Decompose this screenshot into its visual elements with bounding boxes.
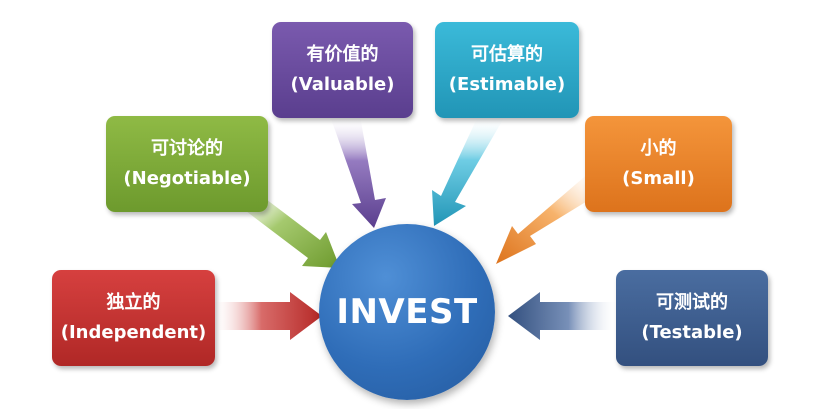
arrow-valuable bbox=[330, 116, 386, 228]
center-label: INVEST bbox=[336, 292, 478, 332]
small-en-label: (Small) bbox=[622, 168, 695, 189]
testable-en-label: (Testable) bbox=[641, 322, 743, 343]
small-zh-label: 小的 bbox=[640, 138, 677, 159]
box-small: 小的 (Small) bbox=[585, 116, 732, 212]
center-circle: INVEST bbox=[319, 224, 495, 400]
estimable-zh-label: 可估算的 bbox=[471, 44, 543, 65]
arrow-independent bbox=[212, 292, 322, 340]
valuable-zh-label: 有价值的 bbox=[306, 44, 379, 65]
arrow-small bbox=[496, 172, 602, 264]
arrow-testable bbox=[508, 292, 618, 340]
valuable-en-label: (Valuable) bbox=[290, 74, 395, 95]
negotiable-zh-label: 可讨论的 bbox=[151, 138, 223, 159]
box-negotiable: 可讨论的 (Negotiable) bbox=[106, 116, 268, 212]
independent-en-label: (Independent) bbox=[60, 322, 207, 343]
box-testable: 可测试的 (Testable) bbox=[616, 270, 768, 366]
box-estimable: 可估算的 (Estimable) bbox=[435, 22, 579, 118]
arrow-estimable bbox=[432, 116, 505, 226]
box-independent: 独立的 (Independent) bbox=[52, 270, 215, 366]
independent-zh-label: 独立的 bbox=[106, 292, 161, 313]
negotiable-en-label: (Negotiable) bbox=[123, 168, 251, 189]
estimable-en-label: (Estimable) bbox=[448, 74, 566, 95]
box-valuable: 有价值的 (Valuable) bbox=[272, 22, 413, 118]
testable-zh-label: 可测试的 bbox=[656, 292, 728, 313]
